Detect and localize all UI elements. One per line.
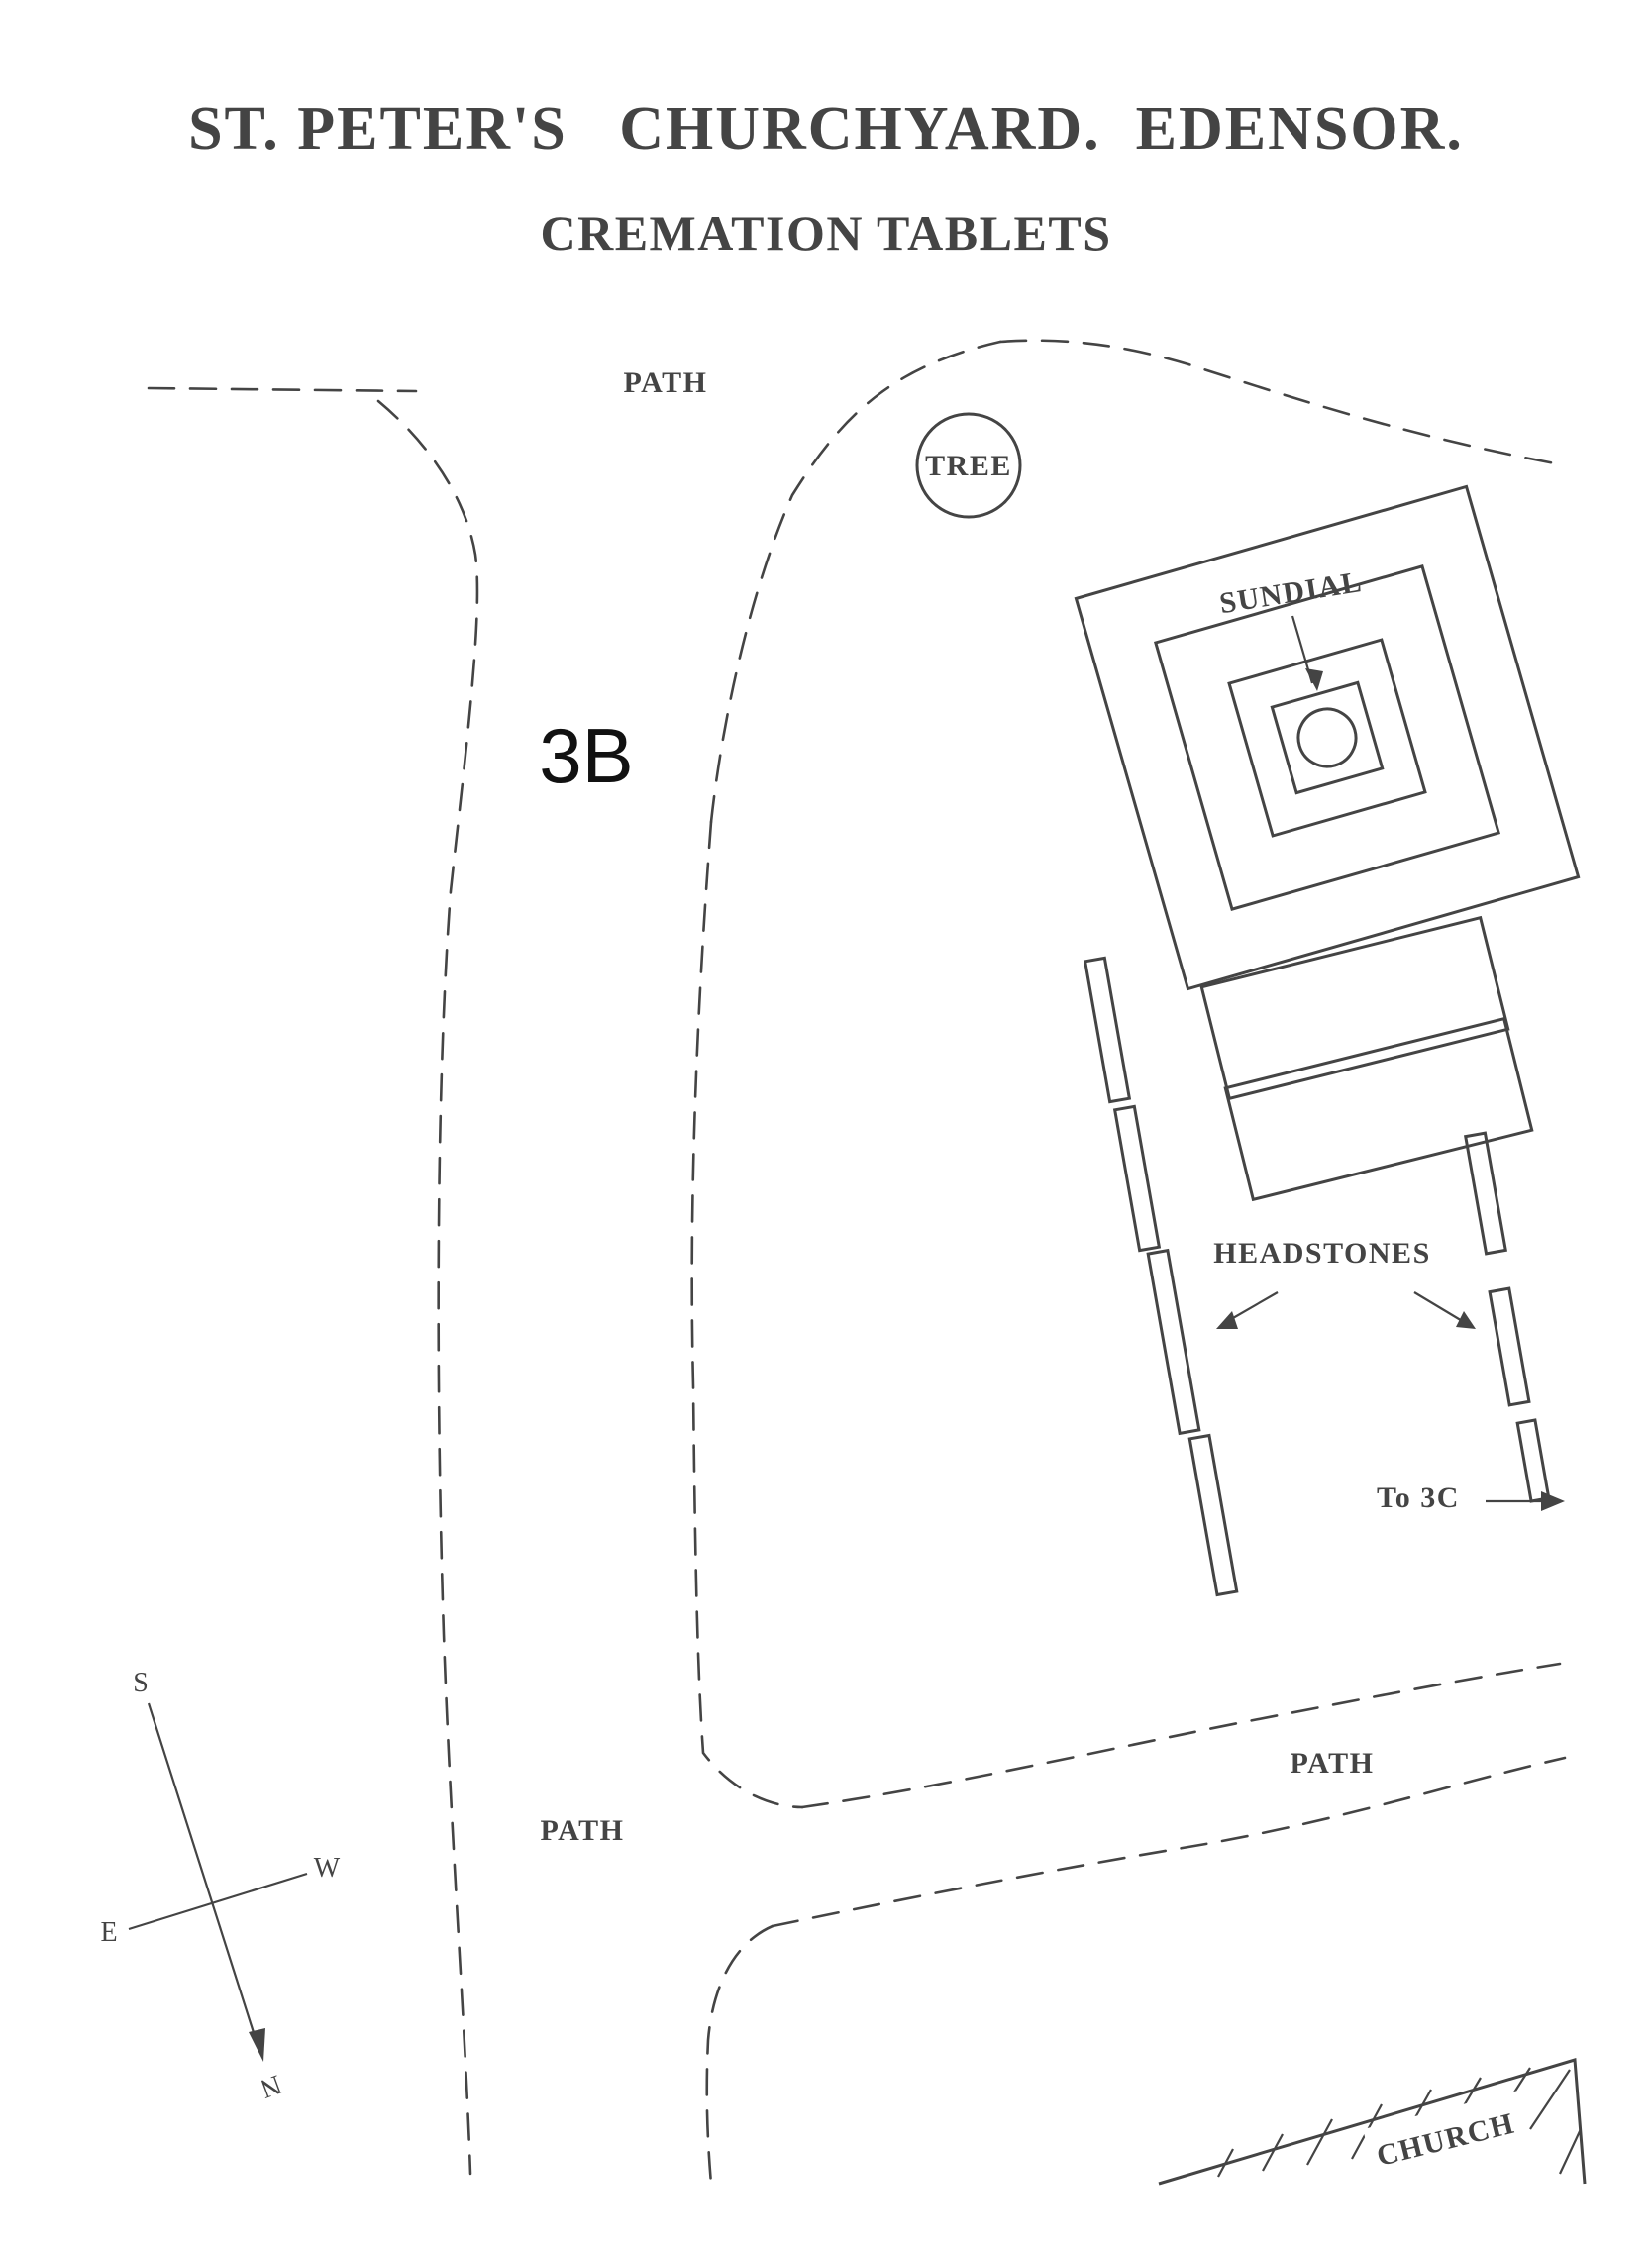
compass-ew-line [128,1872,308,1931]
sundial-outer-step [1074,484,1581,991]
tree-label: TREE [925,450,1012,482]
compass-n-label: N [257,2069,286,2104]
sundial-inner-step [1227,638,1427,838]
compass-north-arrowhead-icon [249,2028,265,2062]
map-subtitle: CREMATION TABLETS [540,205,1111,260]
sundial-label: SUNDIAL [1217,565,1365,620]
sundial [1074,484,1581,991]
path-edge-north-east [998,339,1557,465]
headstones-left [1083,956,1239,1597]
sundial-arrowhead-icon [1305,668,1323,691]
sundial-middle-step [1153,563,1501,912]
headstones-arrowhead-right-icon [1456,1311,1476,1329]
headstones-label: HEADSTONES [1213,1237,1431,1270]
compass-s-label: S [133,1668,149,1698]
compass: S W E N [100,1668,340,2104]
headstones-right [1463,1131,1551,1503]
path-label-top: PATH [624,366,708,399]
to-3c-arrowhead-icon [1541,1491,1565,1511]
church: CHURCH [1158,2058,1587,2186]
headstones-arrow-right [1413,1291,1465,1323]
headstones-arrow-left [1225,1291,1279,1323]
plot-upper [1199,915,1510,1101]
path-label-right: PATH [1291,1747,1375,1780]
to-3c-label: To 3C [1377,1481,1460,1514]
path-edge-east-lower [690,820,804,1809]
tree-icon [915,412,1022,519]
plot-lower [1223,1016,1534,1202]
path-edge-east [709,340,1002,824]
path-label-left: PATH [541,1814,625,1847]
path-edge-west [376,399,479,2176]
map-title: ST. PETER'S CHURCHYARD. EDENSOR. [188,95,1464,162]
section-label-3b: 3B [539,712,633,799]
compass-e-label: E [100,1917,117,1948]
sundial-dial-icon [1296,707,1358,768]
path-edge-church-approach [705,1924,774,2186]
path-edge-south-lower [771,1756,1567,1928]
compass-ns-line [147,1702,259,2046]
compass-w-label: W [314,1853,341,1884]
sundial-base [1270,680,1385,795]
path-edge-top-left [147,386,418,393]
path-edge-south-upper [800,1662,1562,1809]
headstones-arrowhead-left-icon [1216,1311,1238,1329]
